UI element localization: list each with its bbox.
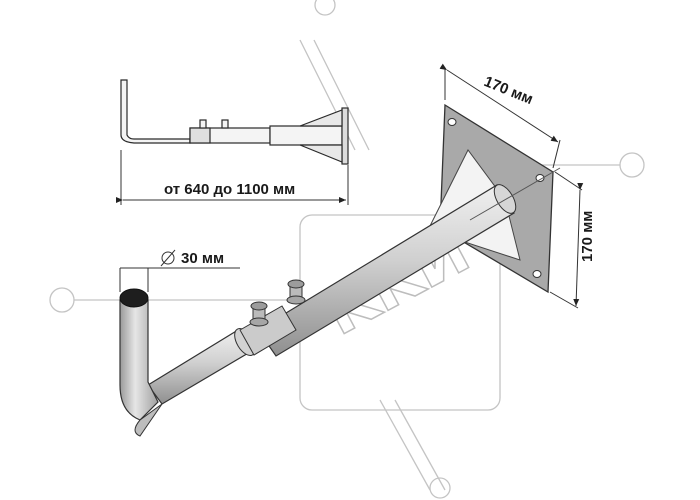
dimension-line	[573, 182, 584, 307]
tie-rod	[469, 167, 561, 221]
plate-width-label: 170 мм	[481, 73, 535, 108]
side-view-bolt	[221, 119, 229, 129]
outer-tube	[257, 167, 561, 357]
side-view-bolt	[199, 119, 207, 129]
extension-line	[554, 171, 583, 191]
diameter-icon-slash	[160, 249, 176, 267]
plate-height-label: 170 мм	[579, 211, 596, 262]
mount-hole	[447, 118, 457, 126]
bolt-head-icon	[287, 279, 305, 289]
bolt	[286, 279, 306, 305]
outer-tube-body	[257, 184, 515, 357]
mast-top-cap	[119, 288, 149, 308]
length-dimension	[116, 150, 349, 205]
mount-hole	[535, 174, 545, 182]
side-view-tube	[269, 125, 343, 146]
side-view-gusset-bottom	[299, 144, 343, 163]
inner-tube	[147, 329, 251, 405]
watermark-circle-left	[49, 287, 75, 313]
watermark-line	[313, 39, 370, 151]
plate-height-dimension	[549, 171, 584, 309]
bolt-head-icon	[250, 301, 268, 311]
clamp-sleeve	[234, 279, 306, 357]
bolt	[249, 301, 269, 327]
side-view	[120, 79, 349, 165]
bolt-nut-icon	[286, 295, 306, 305]
diameter-icon	[161, 251, 175, 265]
side-view-gusset-top	[299, 109, 343, 127]
watermark-circle-right	[619, 152, 645, 178]
outer-tube-end	[493, 184, 517, 214]
watermark-line	[379, 399, 431, 491]
vertical-mast	[119, 299, 159, 421]
side-view-sleeve	[189, 127, 211, 144]
plate-width-dimension	[439, 63, 561, 169]
mount-hole	[532, 270, 542, 278]
watermark-circle-bottom	[429, 477, 451, 499]
watermark-circle-top	[314, 0, 336, 16]
inner-tube-hook	[119, 288, 251, 437]
extension-line	[549, 291, 579, 309]
length-label: от 640 до 1100 мм	[164, 181, 295, 198]
dimension-line	[439, 63, 559, 143]
diameter-dimension	[119, 249, 240, 292]
hook-bend	[134, 403, 163, 437]
diameter-label: 30 мм	[181, 250, 224, 267]
watermark-line	[394, 399, 446, 491]
extension-line	[552, 139, 561, 169]
side-view-plate	[341, 107, 349, 165]
side-view-hook	[120, 79, 191, 144]
bolt-nut-icon	[249, 317, 269, 327]
sleeve-body	[239, 305, 297, 356]
